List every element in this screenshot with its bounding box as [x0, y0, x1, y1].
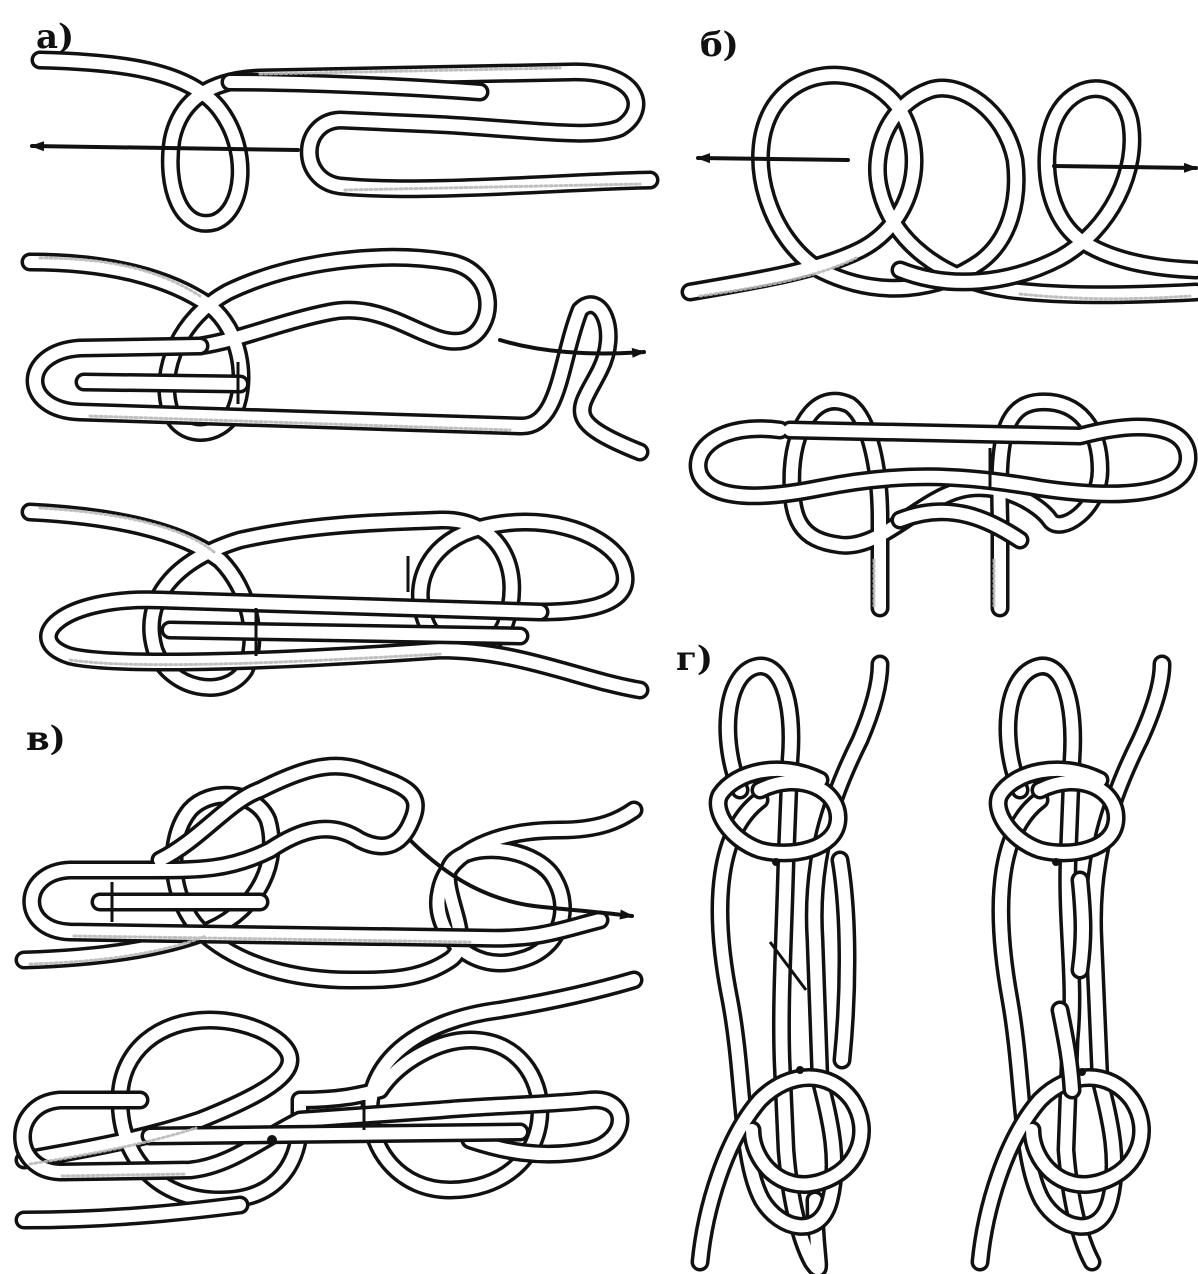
rope-crossing: [1052, 858, 1060, 866]
pull-arrow: [1054, 166, 1196, 168]
panel-v-step-1: [24, 766, 634, 980]
panel-v-step-2: [23, 980, 635, 1220]
panel-g-right: [980, 664, 1162, 1262]
rope-strand: [998, 770, 1116, 853]
rope-shading: [874, 560, 994, 606]
panel-a-step-2: [30, 257, 644, 452]
panel-label-g: г): [676, 639, 713, 679]
rope-strand: [170, 630, 520, 636]
rope-crossing: [1078, 1068, 1086, 1076]
pull-arrow: [698, 158, 848, 160]
rope-crossing: [267, 1135, 277, 1145]
panel-label-b: б): [700, 25, 739, 65]
rope-strand: [150, 1132, 520, 1136]
panel-b-step-1: [690, 75, 1196, 299]
panel-b-step-2: [698, 401, 1188, 608]
rope-strand: [84, 382, 240, 384]
panel-a-step-1: [32, 60, 650, 223]
rope-strand: [1080, 880, 1083, 970]
pull-arrow: [32, 146, 298, 150]
rope-crossing: [796, 1066, 804, 1074]
rope-crossing: [772, 858, 780, 866]
panel-label-v: в): [26, 719, 66, 759]
panel-a-step-3: [30, 508, 640, 690]
panel-g-left: [700, 664, 880, 1268]
rope-strand: [840, 860, 847, 1060]
